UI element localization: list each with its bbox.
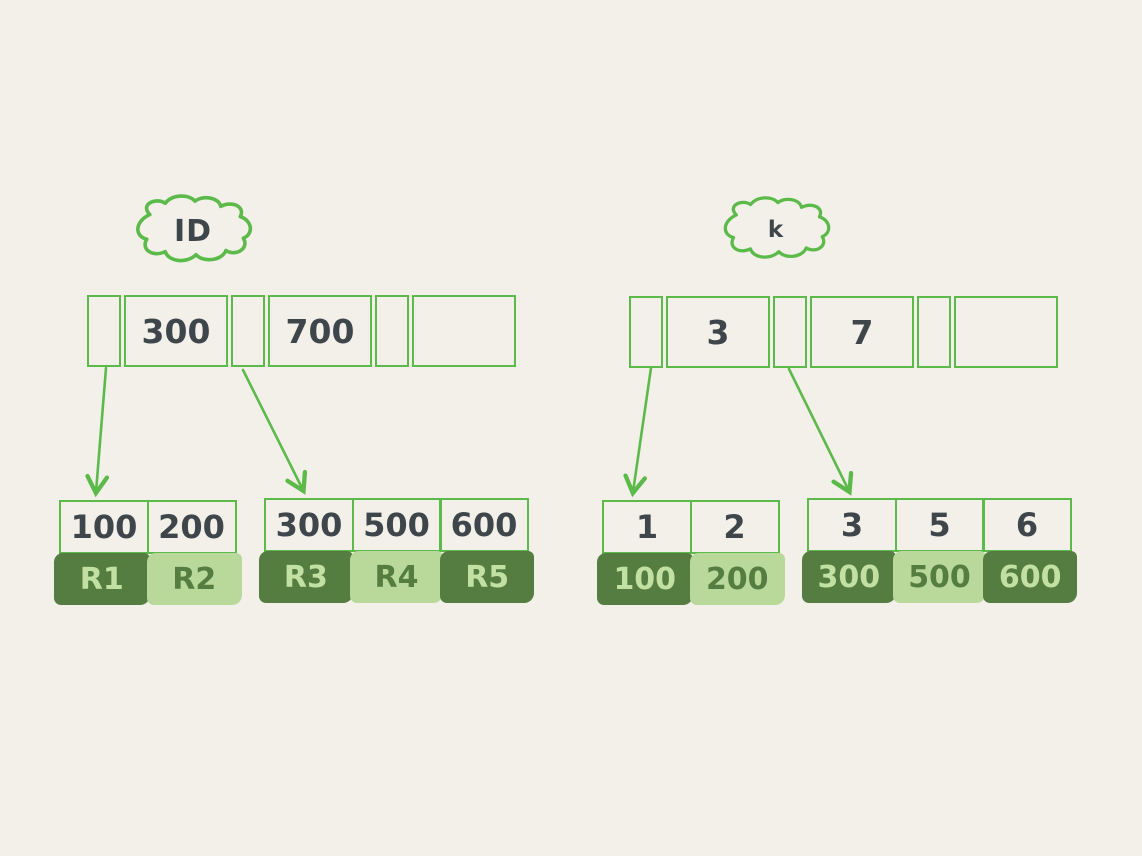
node-key-cell: 700 <box>268 295 372 367</box>
leaf-key-cell: 1 <box>602 500 692 554</box>
record-cell: 300 <box>802 551 896 603</box>
k-leaf-node-1: 1 2 100 200 <box>597 500 785 605</box>
node-key-cell <box>954 296 1058 368</box>
leaf-key-cell: 100 <box>59 500 149 554</box>
leaf-key-row: 100 200 <box>59 500 237 554</box>
leaf-key-cell: 2 <box>689 500 780 554</box>
record-row: R1 R2 <box>54 553 242 605</box>
id-index-inner-node: 300 700 <box>87 295 516 367</box>
node-pointer-cell <box>87 295 121 367</box>
cloud-icon <box>723 196 831 259</box>
k-index-label: k <box>767 217 785 243</box>
leaf-key-cell: 5 <box>894 498 985 552</box>
record-row: 100 200 <box>597 553 785 605</box>
node-key-cell: 3 <box>666 296 770 368</box>
node-pointer-cell <box>773 296 807 368</box>
leaf-key-cell: 500 <box>351 498 442 552</box>
id-leaf-node-1: 100 200 R1 R2 <box>54 500 242 605</box>
node-key-cell: 300 <box>124 295 228 367</box>
k-index-cloud: k <box>706 196 846 264</box>
leaf-key-cell: 200 <box>146 500 237 554</box>
record-cell: R1 <box>54 553 150 605</box>
node-pointer-cell <box>231 295 265 367</box>
record-cell: 100 <box>597 553 693 605</box>
record-cell: R3 <box>259 551 353 603</box>
id-leaf-node-2: 300 500 600 R3 R4 R5 <box>259 498 535 603</box>
cloud-icon <box>136 194 253 263</box>
record-cell: R2 <box>146 553 242 605</box>
record-cell: 200 <box>689 553 785 605</box>
k-index-inner-node: 3 7 <box>629 296 1058 368</box>
pointer-arrow-k-leaf1 <box>623 366 653 498</box>
leaf-key-cell: 6 <box>982 498 1072 552</box>
node-pointer-cell <box>917 296 951 368</box>
record-row: R3 R4 R5 <box>259 551 535 603</box>
k-leaf-node-2: 3 5 6 300 500 600 <box>802 498 1078 603</box>
pointer-arrow-id-leaf2 <box>241 368 308 495</box>
pointer-arrow-k-leaf2 <box>787 367 854 496</box>
leaf-key-cell: 600 <box>439 498 529 552</box>
record-cell: 500 <box>892 551 987 603</box>
id-index-cloud: ID <box>120 194 266 268</box>
pointer-arrow-id-leaf1 <box>85 366 110 498</box>
node-key-cell: 7 <box>810 296 914 368</box>
record-row: 300 500 600 <box>802 551 1078 603</box>
node-pointer-cell <box>629 296 663 368</box>
leaf-key-row: 3 5 6 <box>807 498 1072 552</box>
node-key-cell <box>412 295 516 367</box>
leaf-key-row: 300 500 600 <box>264 498 529 552</box>
record-cell: R4 <box>349 551 444 603</box>
id-index-label: ID <box>173 213 213 249</box>
leaf-key-cell: 300 <box>264 498 354 552</box>
leaf-key-cell: 3 <box>807 498 897 552</box>
record-cell: 600 <box>983 551 1078 603</box>
record-cell: R5 <box>440 551 535 603</box>
node-pointer-cell <box>375 295 409 367</box>
leaf-key-row: 1 2 <box>602 500 780 554</box>
